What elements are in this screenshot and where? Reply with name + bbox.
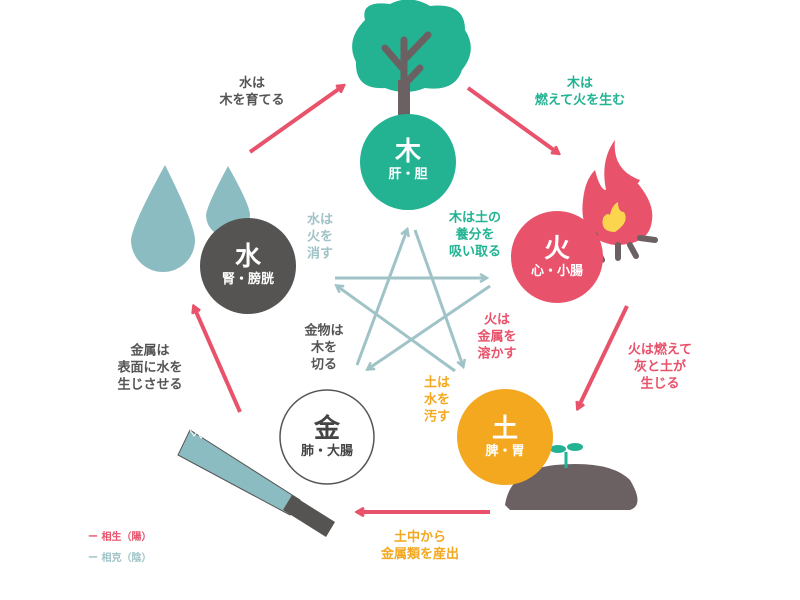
label-wood-earth: 木は土の 養分を 吸い取る — [448, 210, 502, 260]
fire-organs: 心・小腸 — [530, 264, 584, 279]
label-fire-earth: 火は燃えて 灰と土が 生じる — [627, 342, 693, 392]
wood-organs: 肝・胆 — [388, 167, 428, 182]
label-metal-water: 金属は 表面に水を 生じさせる — [117, 343, 183, 393]
label-fire-metal: 火は 金属を 溶かす — [477, 312, 517, 362]
wood-name: 木 — [394, 137, 422, 167]
earth-element: 土 脾・胃 — [485, 414, 524, 460]
metal-organs: 肺・大腸 — [300, 444, 354, 459]
label-earth-water: 土は 水を 汚す — [423, 375, 451, 425]
water-drop-icon — [131, 165, 195, 272]
label-earth-metal: 土中から 金属類を産出 — [380, 530, 460, 562]
fire-element: 火 心・小腸 — [531, 234, 583, 280]
controlling-arrows — [335, 230, 491, 373]
water-element: 水 腎・膀胱 — [222, 242, 274, 288]
metal-element: 金 肺・大腸 — [301, 414, 353, 460]
saw-icon — [177, 429, 335, 537]
wood-element: 木 肝・胆 — [388, 137, 427, 183]
water-circle — [200, 218, 296, 314]
label-wood-fire: 木は 燃えて火を生む — [534, 76, 626, 108]
label-metal-wood: 金物は 木を 切る — [304, 323, 344, 373]
label-water-fire: 水は 火を 消す — [306, 212, 334, 262]
legend-control: ー 相克（陰） — [88, 553, 152, 564]
soil-mound-icon — [505, 443, 638, 510]
earth-name: 土 — [491, 414, 519, 444]
tree-icon — [352, 0, 471, 124]
metal-name: 金 — [313, 414, 341, 444]
fire-circle — [511, 211, 603, 303]
generating-arrows — [194, 86, 629, 512]
wood-circle — [360, 114, 456, 210]
metal-circle — [279, 389, 375, 485]
fire-name: 火 — [543, 234, 571, 264]
earth-circle — [457, 389, 553, 485]
water-organs: 腎・膀胱 — [221, 272, 275, 287]
legend-generate: ー 相生（陽） — [88, 532, 152, 543]
earth-organs: 脾・胃 — [485, 444, 525, 459]
water-name: 水 — [234, 242, 262, 272]
label-water-wood: 水は 木を育てる — [219, 76, 285, 108]
